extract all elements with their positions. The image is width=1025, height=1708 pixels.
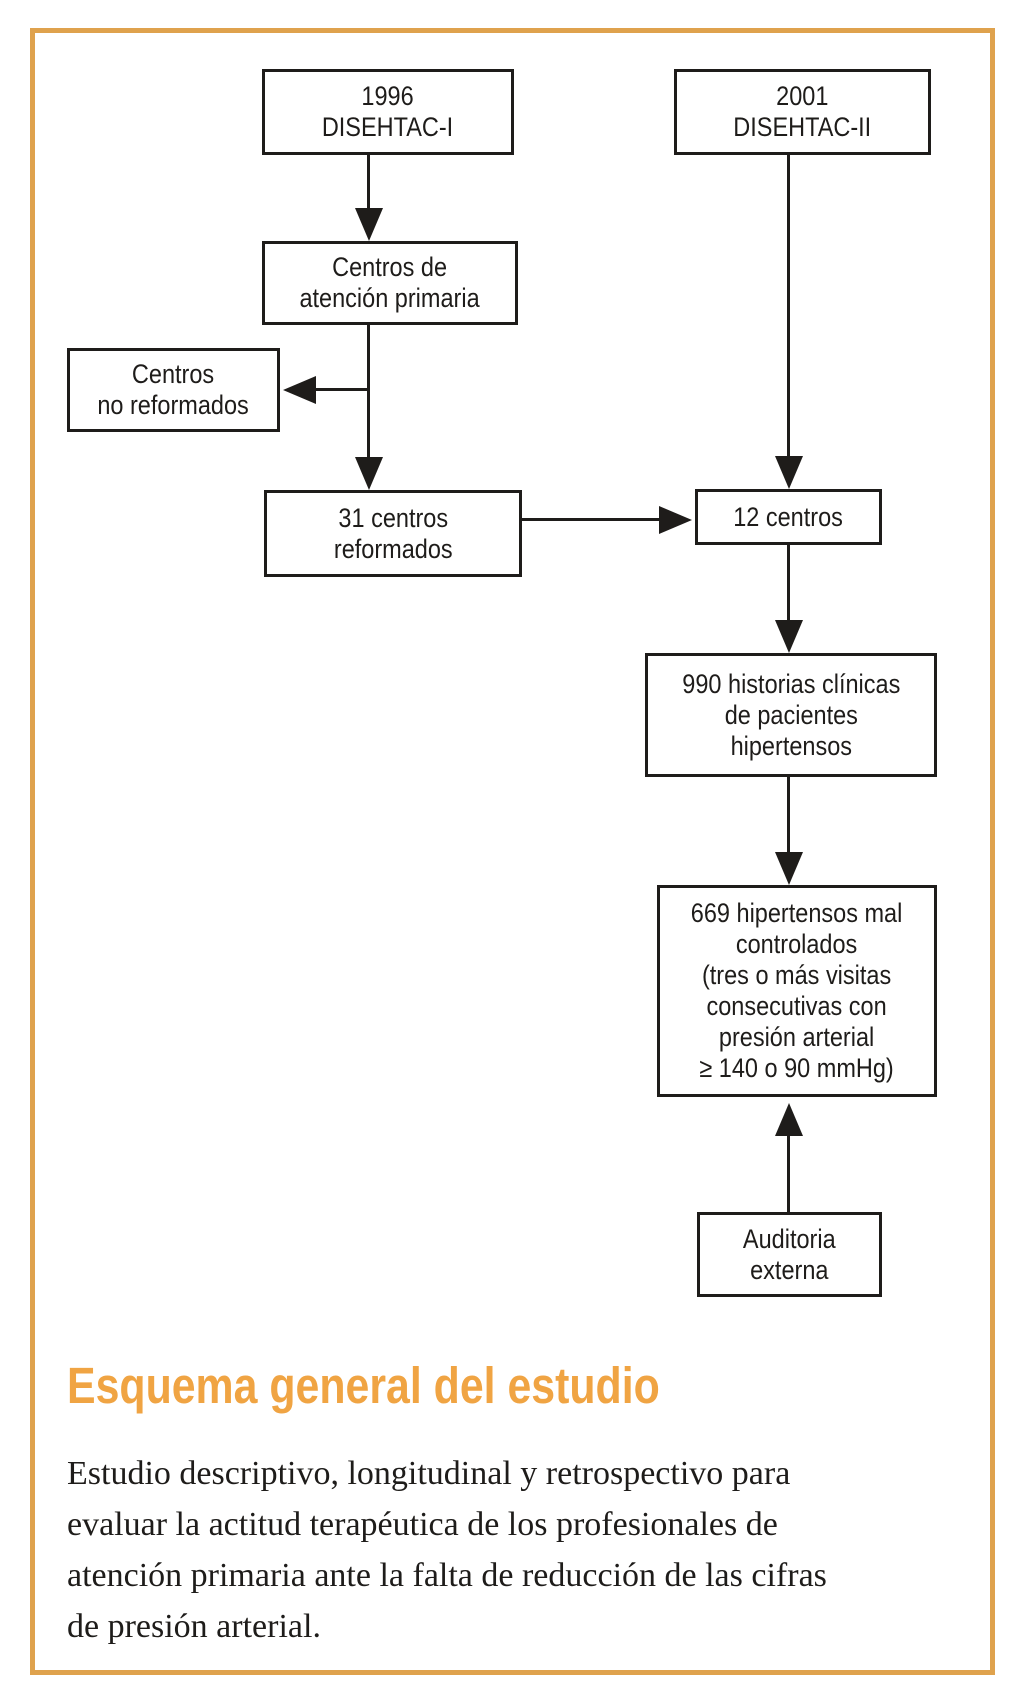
flow-box-auditoria-externa: Auditoria externa (697, 1212, 882, 1297)
caption-body-line: atención primaria ante la falta de reduc… (67, 1557, 827, 1594)
flow-box-disehtac-ii: 2001 DISEHTAC-II (674, 69, 931, 155)
flow-box-label-line: 1996 (361, 81, 415, 111)
flow-box-centros-atencion-primaria: Centros de atención primaria (262, 241, 518, 325)
arrowhead-down-into-historias (775, 620, 803, 653)
flow-box-label: Auditoria externa (743, 1224, 836, 1286)
flow-box-12-centros: 12 centros (695, 489, 882, 545)
flow-box-label: 669 hipertensos mal controlados (tres o … (691, 898, 903, 1084)
flow-box-label-line: 669 hipertensos mal (691, 898, 903, 928)
flow-box-label-line: atención primaria (299, 283, 481, 313)
flow-box-label-line: reformados (333, 533, 453, 564)
flow-box-label-line: Centros de (332, 252, 448, 282)
flow-box-31-centros-reformados: 31 centros reformados (264, 490, 522, 577)
flow-box-669-hipertensos: 669 hipertensos mal controlados (tres o … (657, 885, 937, 1097)
connector-disehtac1-to-centros (367, 155, 370, 210)
flow-box-label-line: (tres o más visitas (702, 960, 892, 990)
caption-body-line: de presión arterial. (67, 1608, 321, 1645)
caption-body: Estudio descriptivo, longitudinal y retr… (67, 1448, 957, 1652)
flow-box-label-line: 990 historias clínicas (681, 668, 901, 699)
flow-box-label: 990 historias clínicas de pacientes hipe… (682, 669, 900, 762)
arrowhead-down-into-12centros (775, 456, 803, 489)
connector-centros-to-reformados (367, 325, 370, 458)
flow-box-label: 31 centros reformados (334, 503, 453, 565)
flow-box-label-line: DISEHTAC-I (322, 112, 454, 142)
flow-box-label-line: Auditoria (743, 1223, 836, 1254)
arrowhead-left-into-no-reformados (283, 376, 316, 404)
flow-box-label-line: controlados (736, 929, 858, 959)
arrowhead-down-into-malcontrolados (775, 852, 803, 885)
flow-box-label-line: DISEHTAC-II (733, 112, 872, 142)
flow-box-disehtac-i: 1996 DISEHTAC-I (262, 69, 514, 155)
connector-auditoria-to-malcontrolados (787, 1134, 790, 1212)
arrowhead-down-into-centros (355, 208, 383, 241)
arrowhead-right-into-12centros (659, 506, 692, 534)
flow-box-label: Centros no reformados (98, 359, 249, 421)
flow-box-label-line: de pacientes (724, 699, 858, 730)
flow-box-label-line: 2001 (776, 81, 829, 111)
flow-box-label-line: 12 centros (733, 501, 844, 532)
flow-box-label: 2001 DISEHTAC-II (734, 81, 872, 143)
arrowhead-down-into-reformados (355, 457, 383, 490)
flow-box-label-line: presión arterial (719, 1022, 875, 1052)
connector-disehtac2-to-12centros (787, 155, 790, 457)
flow-box-label-line: consecutivas con (706, 991, 888, 1021)
connector-historias-to-malcontrolados (787, 777, 790, 854)
caption-body-line: Estudio descriptivo, longitudinal y retr… (67, 1455, 791, 1492)
caption-title: Esquema general del estudio (67, 1357, 660, 1414)
connector-reformados-to-12centros (522, 518, 660, 521)
flow-box-label-line: 31 centros (338, 502, 448, 533)
arrowhead-up-into-malcontrolados (775, 1103, 803, 1136)
connector-12centros-to-historias (787, 545, 790, 622)
connector-branch-to-no-reformados (315, 388, 369, 391)
flow-box-label-line: Centros (132, 359, 215, 389)
flow-box-label: 12 centros (734, 502, 844, 533)
flow-box-990-historias: 990 historias clínicas de pacientes hipe… (645, 653, 937, 777)
flow-box-centros-no-reformados: Centros no reformados (67, 348, 280, 432)
flow-box-label-line: externa (750, 1254, 829, 1285)
flow-box-label-line: no reformados (97, 390, 250, 420)
caption-body-line: evaluar la actitud terapéutica de los pr… (67, 1506, 778, 1543)
flow-box-label-line: hipertensos (730, 730, 852, 761)
flow-box-label: Centros de atención primaria (300, 252, 480, 314)
flow-box-label: 1996 DISEHTAC-I (322, 81, 453, 143)
flow-box-label-line: ≥ 140 o 90 mmHg) (699, 1053, 895, 1083)
